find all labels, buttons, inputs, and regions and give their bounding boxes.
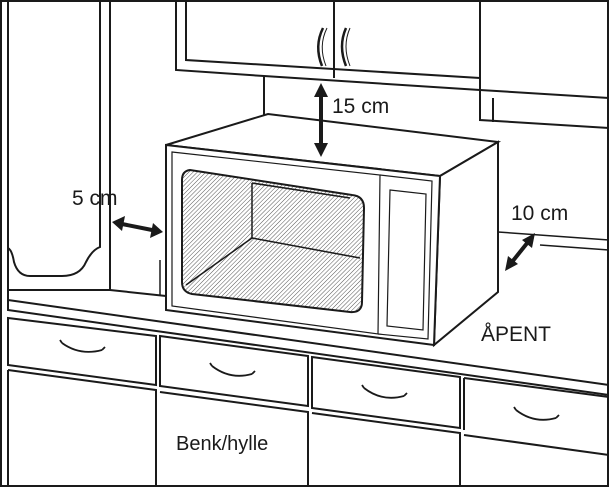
lower-cabinets xyxy=(7,316,609,487)
microwave-window xyxy=(181,168,366,314)
drawer-handles xyxy=(59,339,560,421)
back-clearance-label: 10 cm xyxy=(511,202,569,225)
open-side-label: ÅPENT xyxy=(481,323,552,346)
counter-label: Benk/hylle xyxy=(176,433,269,455)
side-clearance-label: 5 cm xyxy=(72,187,118,210)
arrow-back-clearance xyxy=(505,233,535,271)
left-cabinet xyxy=(7,1,111,291)
top-clearance-label: 15 cm xyxy=(332,95,390,118)
countertop xyxy=(7,289,609,396)
arrow-side-clearance xyxy=(112,216,163,238)
arrow-top-clearance xyxy=(314,83,328,157)
upper-cabinet xyxy=(175,1,609,129)
back-wall xyxy=(159,231,609,296)
